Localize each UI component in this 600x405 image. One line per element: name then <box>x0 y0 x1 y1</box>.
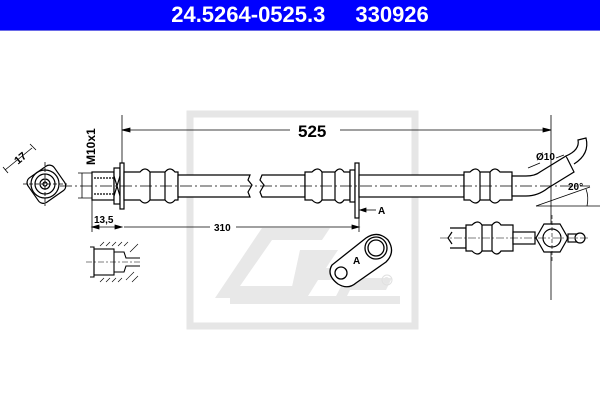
part-number: 24.5264-0525.3 <box>171 2 326 27</box>
banjo-end-view <box>440 215 590 262</box>
thread-dimension: M10x1 <box>84 128 98 165</box>
end-diameter-dimension: Ø10 <box>536 152 555 163</box>
bend-angle-dimension: 20° <box>568 182 583 193</box>
dimension-310 <box>124 218 361 232</box>
total-length-dimension: 525 <box>298 122 326 141</box>
dimension-525 <box>121 115 552 300</box>
fitting-length-dimension: 13,5 <box>94 215 114 226</box>
port-cross-section <box>86 241 140 283</box>
bracket-detail <box>329 233 393 288</box>
registered-symbol: ® <box>384 277 390 285</box>
header-bar: 24.5264-0525.3 330926 <box>0 0 600 31</box>
bracket-detail-label: A <box>353 256 360 267</box>
technical-drawing: ® 17 M10x1 <box>0 31 600 400</box>
section-marker: A <box>378 206 385 217</box>
end-view-hex <box>2 143 67 206</box>
watermark-logo: ® <box>186 110 419 330</box>
reference-number: 330926 <box>355 2 429 27</box>
bracket-position-dimension: 310 <box>214 223 231 234</box>
